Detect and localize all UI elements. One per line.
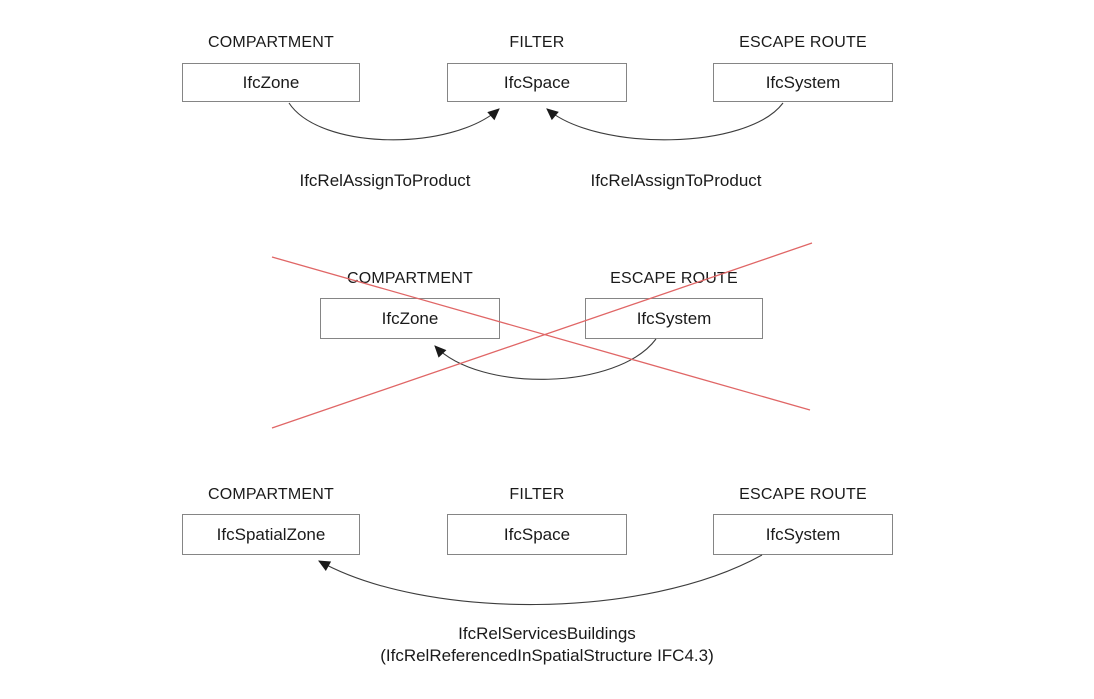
entity-role-label-compartment: COMPARTMENT	[207, 34, 335, 51]
entity-role-label-compartment: COMPARTMENT	[207, 486, 335, 503]
arrow-ifcsystem-to-ifcspace	[546, 102, 784, 141]
entity-box-ifcspace: IfcSpace	[447, 514, 627, 555]
entity-class-name: IfcSpace	[503, 524, 571, 544]
arrow-ifcsystem-to-ifczone-invalid	[434, 338, 657, 380]
entity-role-label-compartment: COMPARTMENT	[346, 270, 474, 287]
entity-class-name: IfcSystem	[765, 524, 841, 544]
entity-role-label-escape-route: ESCAPE ROUTE	[739, 34, 867, 51]
entity-class-name: IfcZone	[242, 72, 300, 92]
entity-box-ifcspatialzone: IfcSpatialZone	[182, 514, 360, 555]
relation-label-assign-right: IfcRelAssignToProduct	[590, 171, 762, 190]
entity-class-name: IfcSystem	[636, 308, 712, 328]
entity-box-ifcsystem: IfcSystem	[713, 514, 893, 555]
entity-class-name: IfcSystem	[765, 72, 841, 92]
entity-class-name: IfcZone	[381, 308, 439, 328]
entity-box-ifcsystem-crossed: IfcSystem	[585, 298, 763, 339]
relation-label-services-buildings: IfcRelServicesBuildings (IfcRelReference…	[347, 623, 747, 667]
relation-label-line-1: IfcRelServicesBuildings	[458, 624, 636, 643]
entity-role-label-filter: FILTER	[509, 34, 565, 51]
relation-label-assign-left: IfcRelAssignToProduct	[299, 171, 471, 190]
entity-class-name: IfcSpace	[503, 72, 571, 92]
entity-role-label-escape-route: ESCAPE ROUTE	[610, 270, 738, 287]
relation-label-line-2: (IfcRelReferencedInSpatialStructure IFC4…	[380, 646, 714, 665]
entity-role-label-escape-route: ESCAPE ROUTE	[739, 486, 867, 503]
arrow-ifcsystem-to-ifcspatialzone	[318, 554, 763, 606]
entity-class-name: IfcSpatialZone	[216, 524, 326, 544]
entity-box-ifcspace: IfcSpace	[447, 63, 627, 102]
entity-role-label-filter: FILTER	[509, 486, 565, 503]
entity-box-ifcsystem: IfcSystem	[713, 63, 893, 102]
arrow-ifczone-to-ifcspace	[288, 102, 500, 141]
entity-box-ifczone: IfcZone	[182, 63, 360, 102]
entity-box-ifczone-crossed: IfcZone	[320, 298, 500, 339]
